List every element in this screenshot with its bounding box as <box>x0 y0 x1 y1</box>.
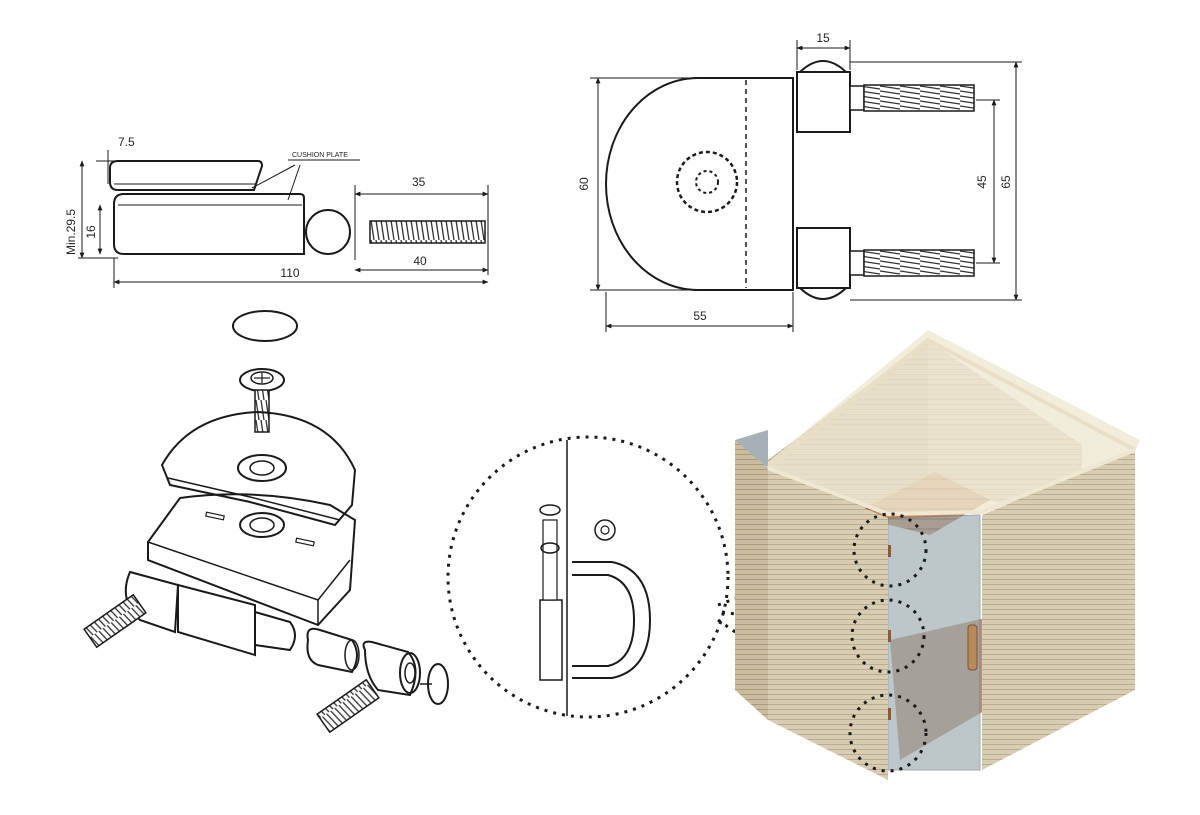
dim-overall-height: 65 <box>999 175 1013 189</box>
dim-cushion-gap: 7.5 <box>118 135 135 149</box>
dim-body-height: 16 <box>84 225 98 239</box>
dim-hinge-width: 15 <box>816 31 830 45</box>
dim-width: 55 <box>693 309 707 323</box>
cushion-plate-callout: CUSHION PLATE <box>292 152 348 159</box>
dim-bolt-spacing: 45 <box>975 175 989 189</box>
dim-height: 60 <box>577 177 591 191</box>
exploded-hinge-view <box>83 310 449 734</box>
front-view-drawing <box>590 40 1022 332</box>
dim-thread-length: 40 <box>413 254 427 268</box>
side-view-drawing <box>78 150 489 288</box>
dim-screw-length: 35 <box>412 175 426 189</box>
dim-total-length: 110 <box>280 266 299 280</box>
hinge-detail-magnifier <box>446 435 730 719</box>
sauna-illustration <box>735 330 1140 780</box>
dim-min-thickness: Min.29.5 <box>64 209 78 255</box>
